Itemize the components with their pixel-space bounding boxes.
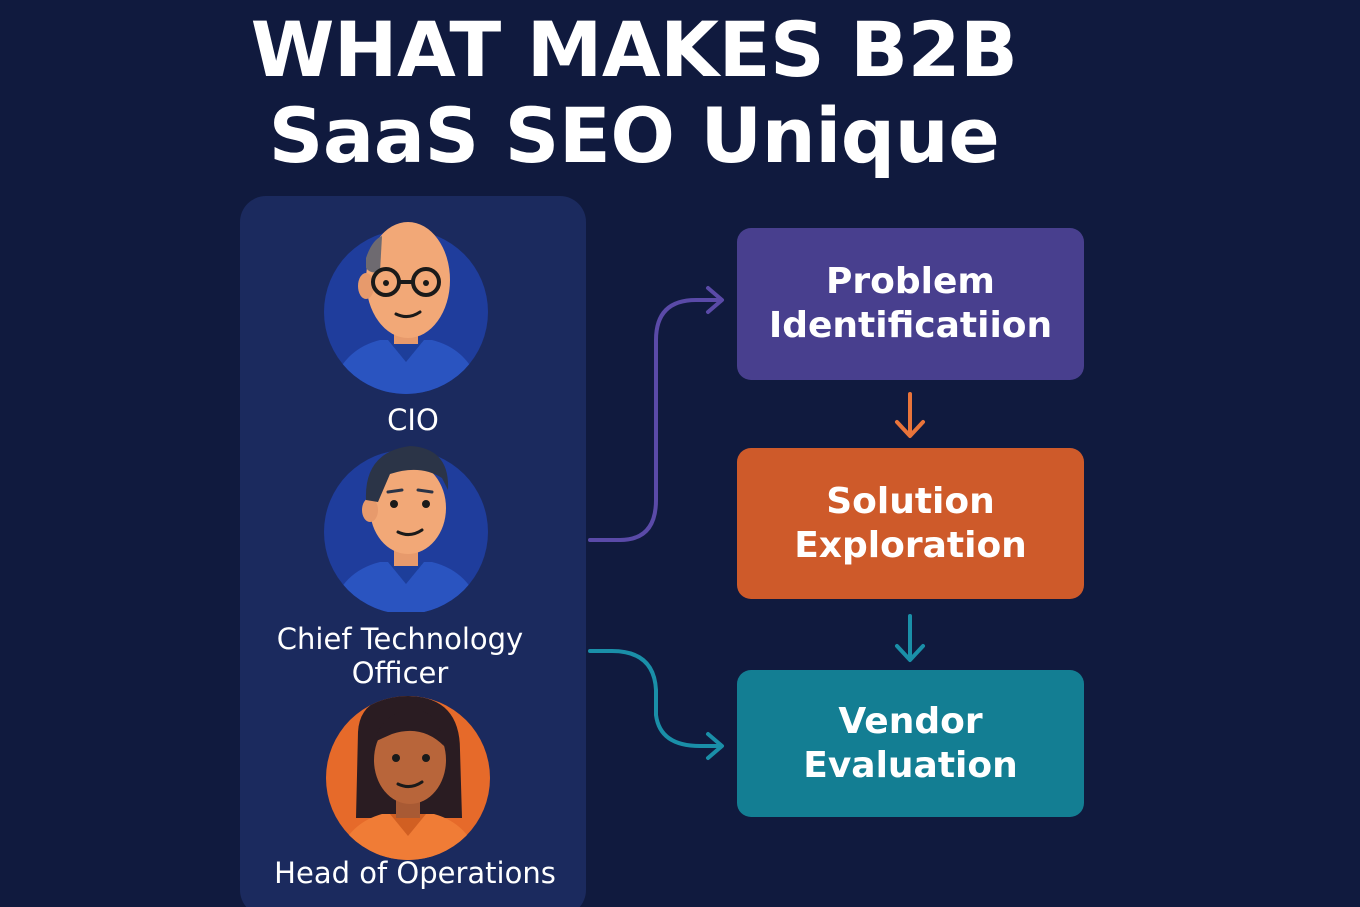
connector-to-problem bbox=[588, 298, 722, 542]
persona-label-cto: Chief Technology Officer bbox=[276, 622, 524, 690]
title-line-2: SaaS SEO Unique bbox=[268, 91, 1000, 180]
arrowhead-to-vendor bbox=[706, 732, 724, 760]
title-line-1: WHAT MAKES B2B bbox=[250, 5, 1018, 94]
persona-label-head-of-operations: Head of Operations bbox=[274, 856, 556, 890]
man-avatar-icon bbox=[324, 446, 488, 612]
stage-solution-exploration: Solution Exploration bbox=[737, 448, 1084, 599]
persona-label-cio: CIO bbox=[387, 403, 439, 437]
woman-avatar-icon bbox=[326, 696, 490, 860]
stage-vendor-evaluation: Vendor Evaluation bbox=[737, 670, 1084, 817]
bald-man-with-glasses-avatar-icon bbox=[324, 222, 488, 394]
arrowhead-problem-to-solution bbox=[895, 420, 925, 438]
connector-to-vendor bbox=[588, 649, 722, 748]
arrowhead-to-problem bbox=[706, 286, 724, 314]
arrowhead-solution-to-vendor bbox=[895, 644, 925, 662]
stage-problem-identification: Problem Identificatiion bbox=[737, 228, 1084, 380]
